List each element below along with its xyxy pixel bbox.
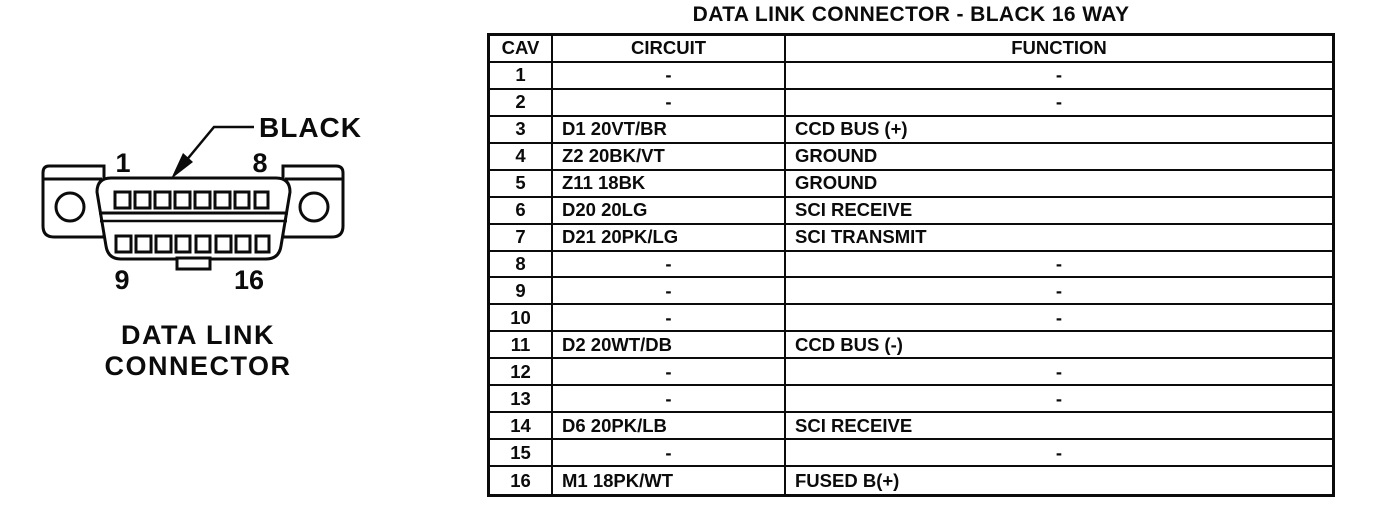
right-bolt-hole — [298, 191, 330, 223]
circuit-cell: Z2 20BK/VT — [553, 143, 786, 171]
cav-cell: 7 — [490, 224, 553, 252]
function-cell: - — [786, 386, 1332, 414]
left-mounting-ear — [41, 164, 106, 239]
figure-caption-line2: CONNECTOR — [104, 351, 291, 381]
function-cell: - — [786, 252, 1332, 279]
pin-label-16: 16 — [234, 265, 264, 295]
circuit-cell: D21 20PK/LG — [553, 224, 786, 252]
pin-row-top — [113, 190, 270, 210]
cav-cell: 5 — [490, 170, 553, 198]
circuit-cell: M1 18PK/WT — [553, 467, 786, 494]
function-cell: CCD BUS (-) — [786, 332, 1332, 360]
cav-cell: 14 — [490, 413, 553, 441]
function-cell: SCI RECEIVE — [786, 413, 1332, 441]
function-cell: GROUND — [786, 144, 1332, 171]
function-cell: - — [786, 305, 1332, 333]
data-link-connector-figure: BLACK 1 8 9 16 DATA LINK CONNECTOR — [0, 0, 480, 510]
cav-cell: 8 — [490, 251, 553, 279]
black-leader-line — [179, 125, 254, 169]
function-cell: SCI RECEIVE — [786, 198, 1332, 225]
cav-cell: 4 — [490, 143, 553, 171]
circuit-cell: - — [553, 440, 786, 468]
pin-row-bottom — [114, 234, 271, 254]
function-cell: GROUND — [786, 171, 1332, 198]
cav-cell: 1 — [490, 62, 553, 90]
circuit-cell: - — [553, 251, 786, 279]
function-cell: - — [786, 359, 1332, 387]
pin-label-9: 9 — [114, 265, 129, 295]
pin-label-1: 1 — [115, 148, 130, 178]
circuit-cell: D2 20WT/DB — [553, 332, 786, 360]
circuit-cell: - — [553, 359, 786, 387]
right-mounting-ear — [281, 164, 345, 239]
function-cell: FUSED B(+) — [795, 469, 900, 491]
circuit-cell: - — [553, 305, 786, 333]
left-bolt-hole — [54, 191, 86, 223]
function-cell: CCD BUS (+) — [786, 117, 1332, 144]
cav-cell: 11 — [490, 332, 553, 360]
color-label: BLACK — [259, 112, 362, 143]
pin-label-8: 8 — [252, 148, 267, 178]
cav-cell: 2 — [490, 89, 553, 117]
header-cav: CAV — [490, 36, 553, 63]
leader-arrowhead — [171, 153, 193, 179]
cav-cell: 15 — [490, 440, 553, 468]
header-function: FUNCTION — [786, 36, 1332, 63]
circuit-cell: - — [553, 278, 786, 306]
cav-cell: 6 — [490, 197, 553, 225]
cav-cell: 3 — [490, 116, 553, 144]
connector-drawing: BLACK 1 8 9 16 DATA LINK CONNECTOR — [41, 112, 362, 381]
circuit-cell: D1 20VT/BR — [553, 116, 786, 144]
pinout-table: CAV CIRCUIT FUNCTION 1 - - 2 - - 3 D1 20… — [487, 33, 1335, 497]
header-circuit: CIRCUIT — [553, 36, 786, 63]
function-cell: SCI TRANSMIT — [786, 225, 1332, 252]
function-cell: - — [786, 90, 1332, 117]
bottom-tab — [175, 256, 212, 271]
cav-cell: 12 — [490, 359, 553, 387]
table-title: DATA LINK CONNECTOR - BLACK 16 WAY — [692, 3, 1130, 26]
cav-cell: 13 — [490, 386, 553, 414]
function-cell: - — [786, 278, 1332, 306]
cav-cell: 16 — [490, 467, 553, 494]
function-cell: - — [786, 440, 1332, 468]
circuit-cell: - — [553, 386, 786, 414]
circuit-cell: D20 20LG — [553, 197, 786, 225]
cav-cell: 9 — [490, 278, 553, 306]
circuit-cell: - — [553, 89, 786, 117]
function-cell: - — [786, 63, 1332, 90]
circuit-cell: D6 20PK/LB — [553, 413, 786, 441]
circuit-cell: Z11 18BK — [553, 170, 786, 198]
circuit-cell: - — [553, 62, 786, 90]
cav-cell: 10 — [490, 305, 553, 333]
figure-caption-line1: DATA LINK — [121, 320, 275, 350]
